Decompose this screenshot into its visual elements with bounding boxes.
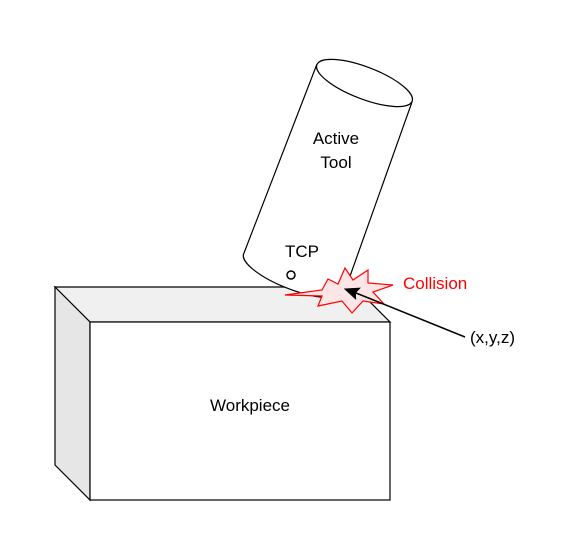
workpiece-label: Workpiece xyxy=(210,396,290,415)
workpiece-front-face xyxy=(89,321,391,501)
tcp-marker: TCP xyxy=(285,242,319,280)
active-tool: Active Tool xyxy=(242,58,414,299)
workpiece-side-face xyxy=(54,285,91,502)
tcp-label: TCP xyxy=(285,242,319,261)
tool-top-ellipse xyxy=(315,58,414,108)
collision-marker: Collision xyxy=(284,266,467,314)
tool-label-line1: Active xyxy=(313,129,359,148)
tool-label-line2: Tool xyxy=(320,153,351,172)
contact-point-callout: (x,y,z) xyxy=(343,287,515,347)
collision-label: Collision xyxy=(403,274,467,293)
callout-line xyxy=(355,292,466,338)
callout-arrowhead-icon xyxy=(343,287,361,300)
collision-burst-icon xyxy=(284,266,394,314)
workpiece-box: Workpiece xyxy=(53,285,392,502)
point-label: (x,y,z) xyxy=(470,328,515,347)
tcp-point xyxy=(286,270,296,280)
